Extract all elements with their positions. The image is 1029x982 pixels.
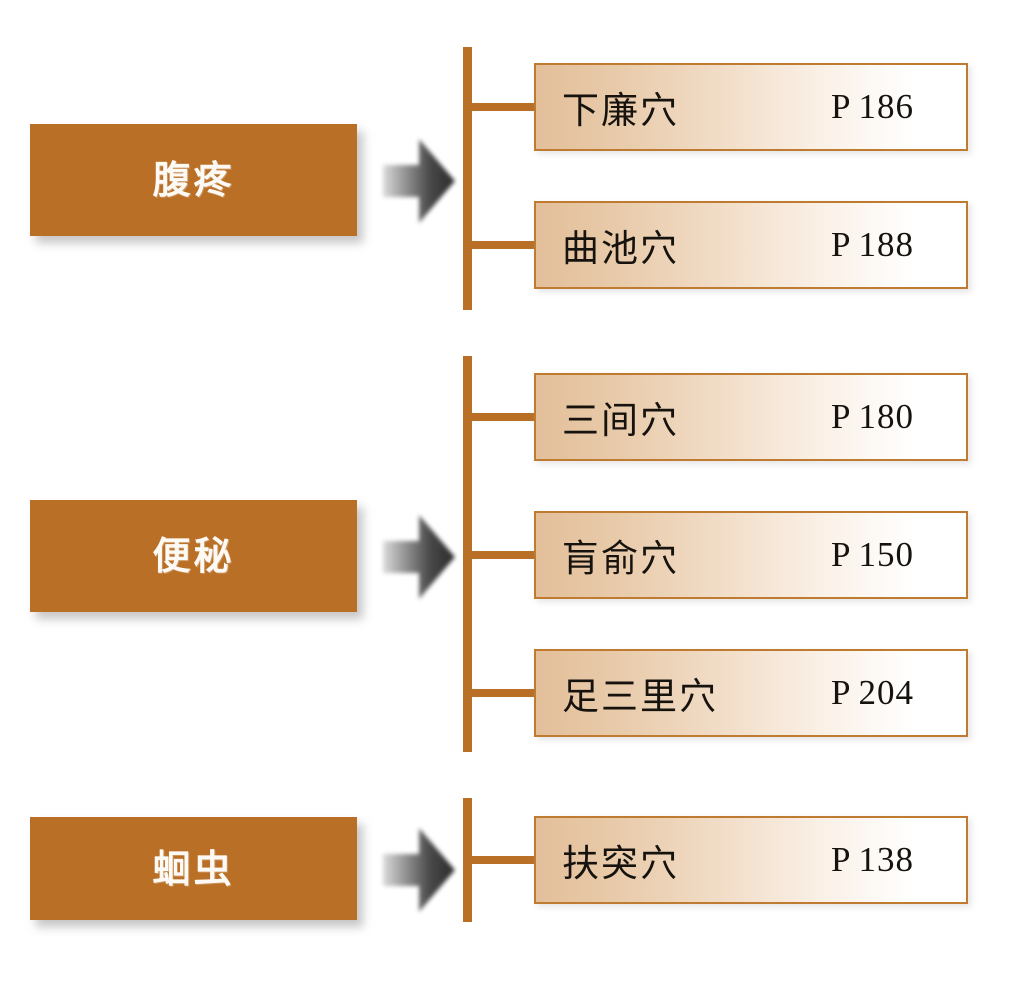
page-prefix: P xyxy=(831,225,852,264)
condition-label: 腹疼 xyxy=(152,158,235,202)
page-prefix: P xyxy=(831,673,852,712)
acupoint-name: 曲池穴 xyxy=(562,229,679,270)
page-prefix: P xyxy=(831,535,852,574)
connector-stub xyxy=(463,413,535,421)
condition-box[interactable]: 蛔虫 xyxy=(30,817,357,920)
condition-box[interactable]: 便秘 xyxy=(30,500,357,612)
page-number: 150 xyxy=(858,535,914,574)
page-number: 204 xyxy=(858,673,914,712)
connector-stub xyxy=(463,551,535,559)
page-number: 186 xyxy=(858,87,914,126)
connector-stub xyxy=(463,241,535,249)
page-number: 180 xyxy=(858,397,914,436)
right-arrow-icon xyxy=(379,135,457,227)
condition-label: 蛔虫 xyxy=(152,846,235,891)
acupoint-name: 下廉穴 xyxy=(562,91,679,132)
condition-label: 便秘 xyxy=(152,534,235,578)
condition-box[interactable]: 腹疼 xyxy=(30,124,357,236)
page-number: 138 xyxy=(858,840,914,879)
acupoint-name: 扶突穴 xyxy=(562,844,679,885)
connector-spine xyxy=(463,47,472,310)
acupoint-name: 足三里穴 xyxy=(562,677,718,718)
right-arrow-icon xyxy=(379,824,457,916)
acupoint-name: 肓俞穴 xyxy=(562,539,679,580)
connector-stub xyxy=(463,103,535,111)
page-prefix: P xyxy=(831,87,852,126)
connector-stub xyxy=(463,689,535,697)
right-arrow-icon xyxy=(379,511,457,603)
page-prefix: P xyxy=(831,397,852,436)
page-number: 188 xyxy=(858,225,914,264)
connector-stub xyxy=(463,856,535,864)
acupoint-name: 三间穴 xyxy=(562,401,679,442)
page-prefix: P xyxy=(831,840,852,879)
